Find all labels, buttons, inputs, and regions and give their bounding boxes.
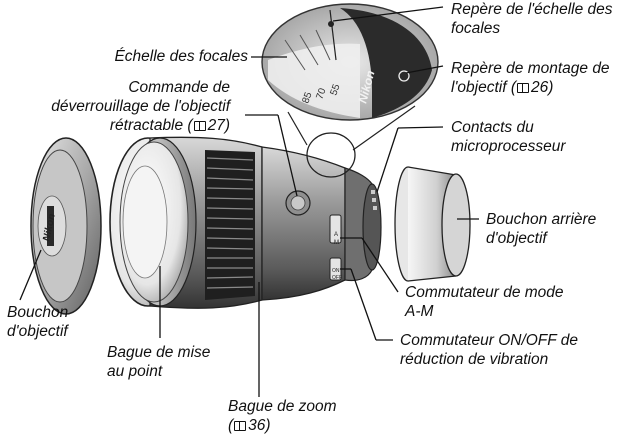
scale-mark-55: 55 [328, 82, 342, 97]
label-zoom-ring-line2: (36) [228, 417, 271, 434]
label-focal-mark-line1: Repère de l'échelle des [451, 1, 613, 18]
label-mount-mark-line2: l'objectif ( 26) [451, 78, 610, 97]
label-front-cap-line2: d'objectif [7, 323, 68, 340]
label-mount-mark-ref: 26) [530, 79, 554, 96]
vr-switch-off: OFF [332, 275, 342, 281]
label-zoom-ring-ref: 36) [248, 417, 271, 434]
front-cap-illustration [30, 137, 102, 315]
label-vr-switch-line1: Commutateur ON/OFF de [400, 332, 579, 349]
label-retractable-release-line1: Commande de [128, 79, 230, 96]
lens-body-illustration [109, 136, 382, 309]
book-icon [234, 421, 247, 431]
book-icon [516, 83, 529, 93]
label-retractable-release-line3-text: rétractable ( [109, 117, 193, 134]
label-vr-switch: Commutateur ON/OFF de réduction de vibra… [400, 331, 578, 369]
label-focus-ring-line1: Bague de mise [107, 344, 211, 361]
label-focus-ring-line2: au point [107, 363, 163, 380]
leader-lines [19, 6, 479, 397]
label-cpu-contacts-line1: Contacts du [451, 119, 534, 136]
label-retractable-release-line3: rétractable ( 27) [51, 116, 230, 135]
label-front-cap-line1: Bouchon [7, 304, 69, 321]
label-front-cap: Bouchon d'objectif [7, 303, 68, 341]
label-mount-mark: Repère de montage de l'objectif ( 26) [451, 59, 610, 97]
label-am-switch: Commutateur de mode A-M [405, 283, 564, 321]
rear-cap-illustration [394, 166, 471, 282]
label-zoom-ring-line1: Bague de zoom [228, 398, 337, 415]
label-retractable-release-line2: déverrouillage de l'objectif [51, 98, 230, 115]
scale-mark-85: 85 [300, 90, 314, 105]
label-focal-mark-line2: focales [451, 20, 501, 37]
am-switch-m: M [334, 240, 339, 246]
magnifier-inset [261, 3, 439, 178]
label-retractable-release: Commande de déverrouillage de l'objectif… [51, 78, 230, 135]
label-focal-scale-text: Échelle des focales [114, 48, 248, 65]
label-am-switch-line1: Commutateur de mode [405, 284, 564, 301]
label-cpu-contacts-line2: microprocesseur [451, 138, 566, 155]
am-switch-a: A [334, 232, 338, 238]
label-retractable-release-ref: 27) [207, 117, 230, 134]
label-focus-ring: Bague de mise au point [107, 343, 210, 381]
label-am-switch-line2: A-M [405, 303, 434, 320]
label-mount-mark-line1: Repère de montage de [451, 60, 610, 77]
label-rear-cap-line2: d'objectif [486, 230, 547, 247]
label-rear-cap-line1: Bouchon arrière [486, 211, 597, 228]
label-rear-cap: Bouchon arrière d'objectif [486, 210, 596, 248]
vr-switch-on: ON [332, 268, 340, 274]
book-icon [193, 121, 206, 131]
label-zoom-ring: Bague de zoom (36) [228, 397, 337, 435]
scale-mark-70: 70 [314, 86, 328, 101]
label-focal-scale: Échelle des focales [114, 47, 248, 66]
label-vr-switch-line2: réduction de vibration [400, 351, 549, 368]
label-focal-mark: Repère de l'échelle des focales [451, 0, 613, 38]
label-mount-mark-line2-text: l'objectif ( [451, 79, 516, 96]
label-cpu-contacts: Contacts du microprocesseur [451, 118, 566, 156]
